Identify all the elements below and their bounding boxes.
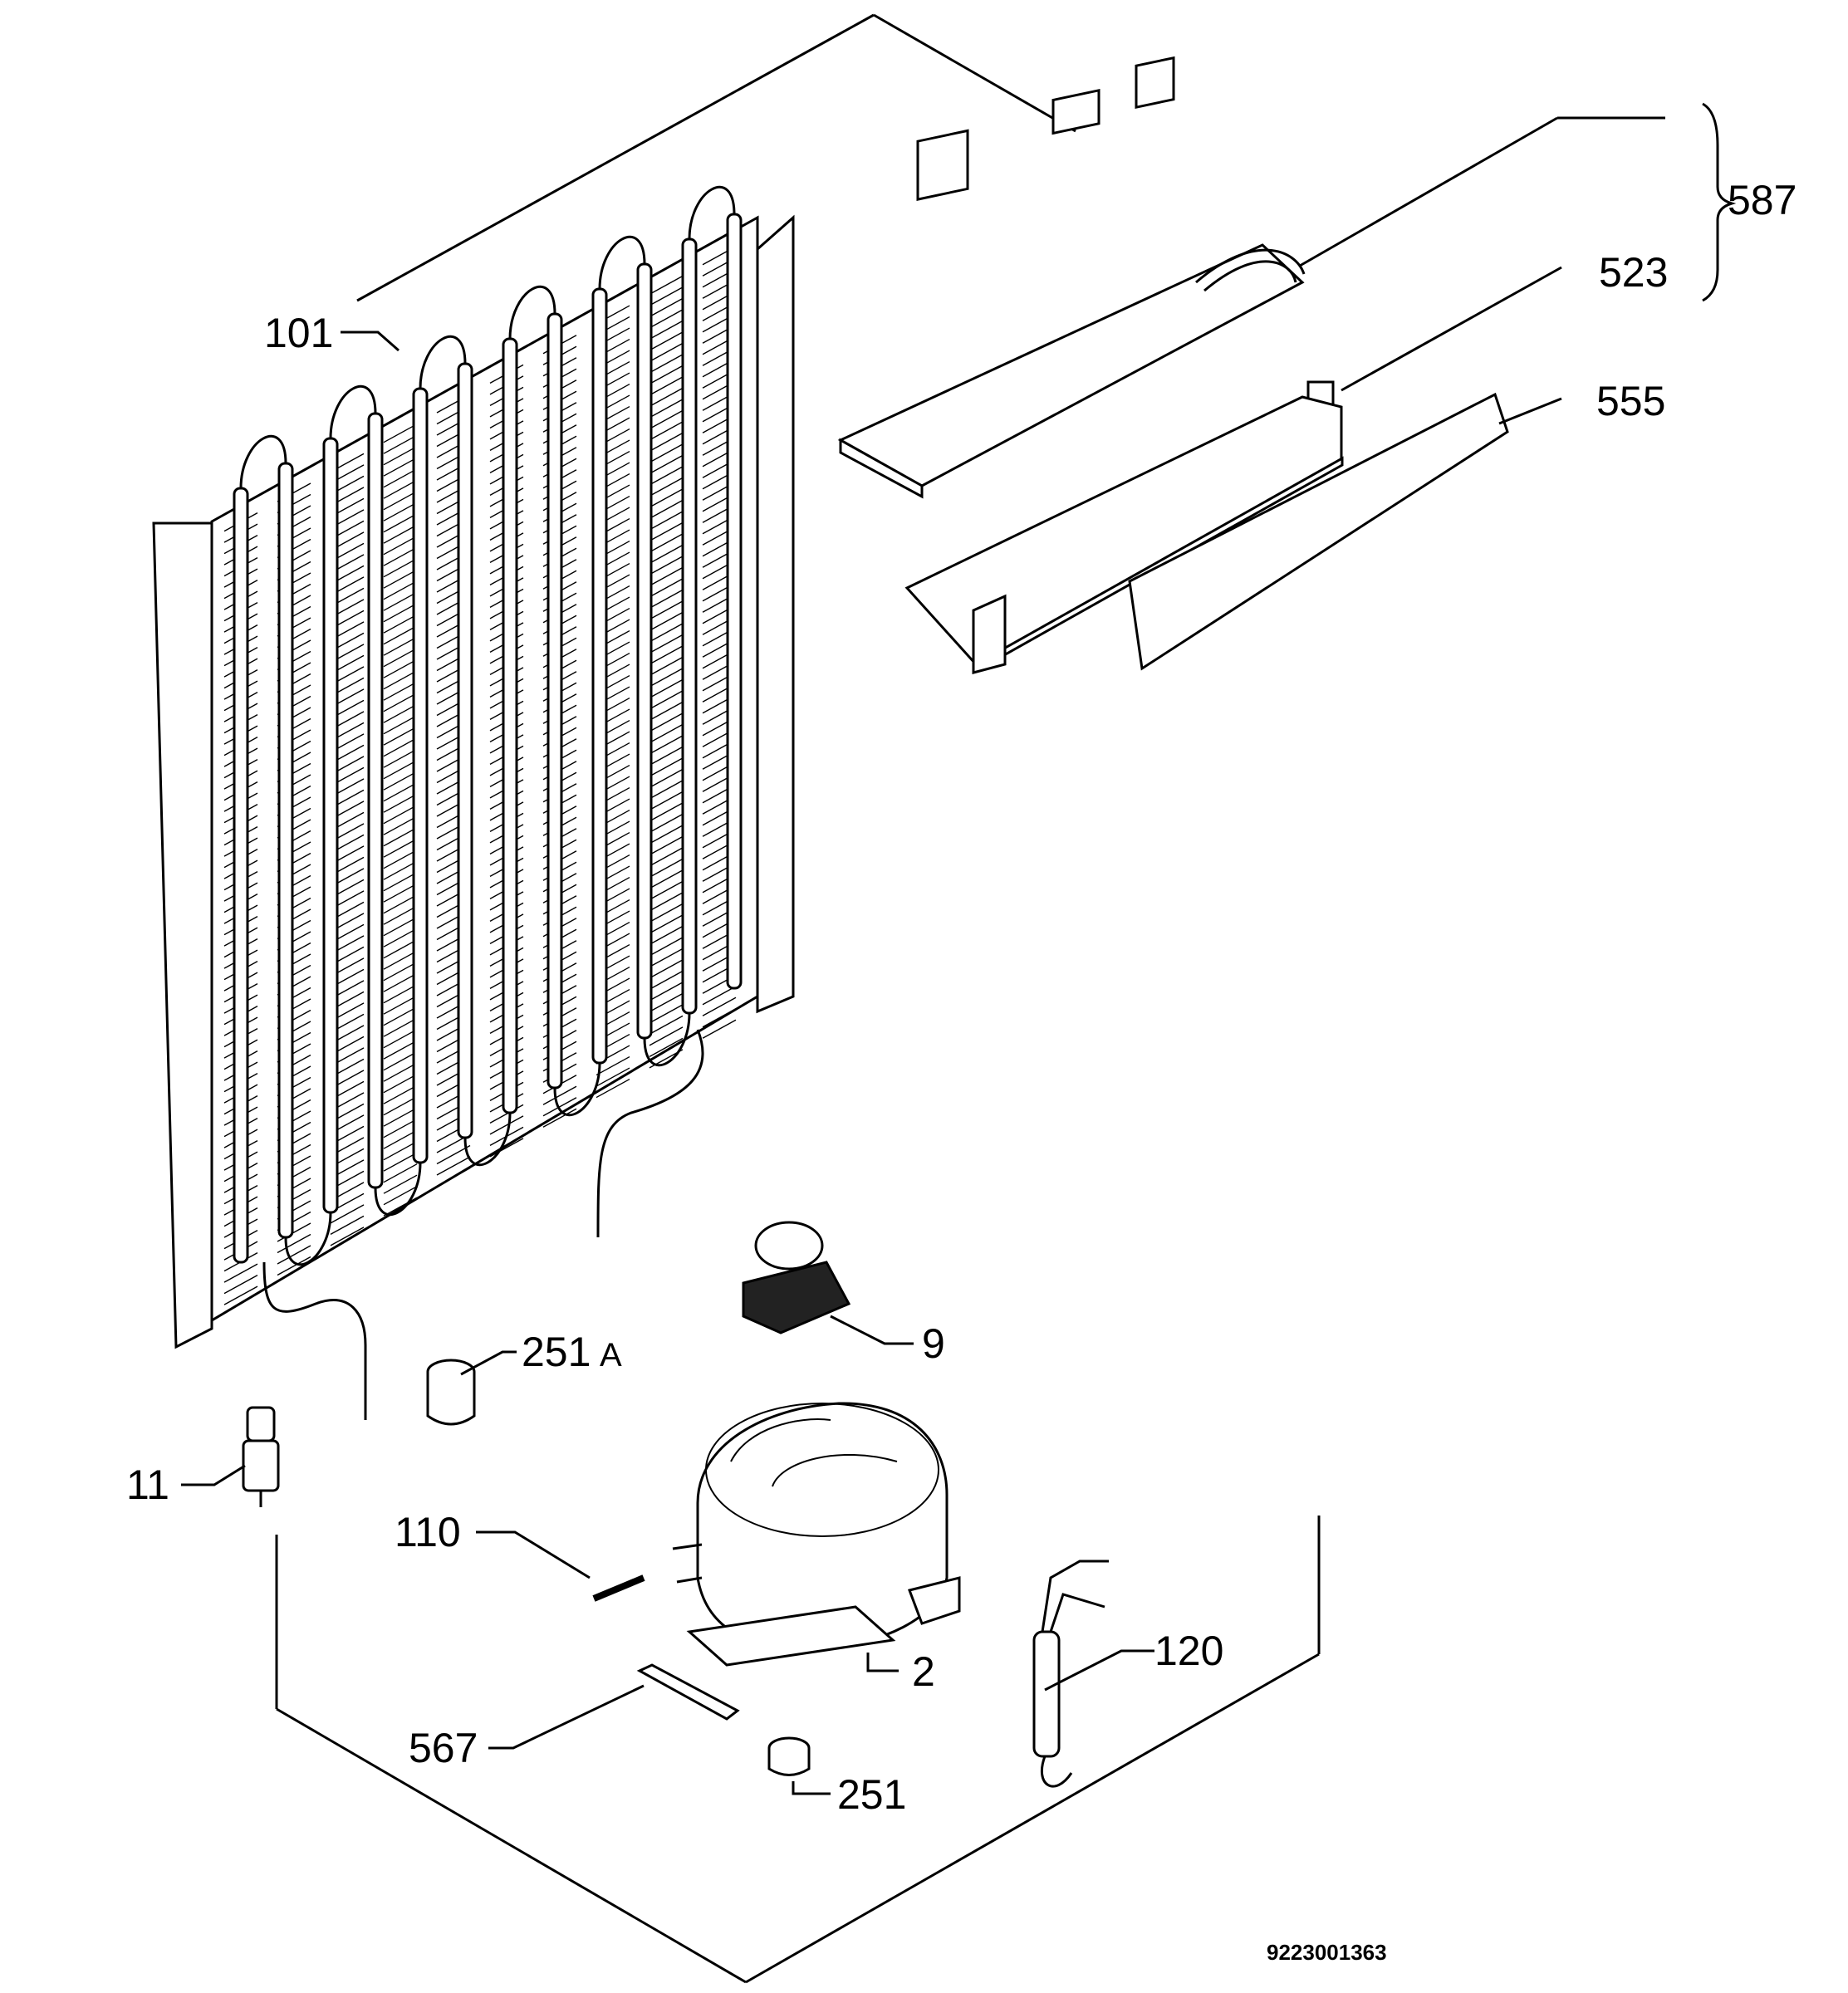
control-panel xyxy=(904,392,1509,674)
leader-251a xyxy=(460,1350,517,1376)
tube xyxy=(592,1574,645,1602)
condenser-grid-panel xyxy=(210,215,759,1323)
leader-251 xyxy=(792,1781,831,1795)
label-555: 555 xyxy=(1596,378,1665,424)
condenser-right-bracket xyxy=(756,214,795,1014)
label-11: 11 xyxy=(126,1462,169,1508)
label-2: 2 xyxy=(912,1648,935,1695)
condenser-inlet-pipe xyxy=(596,1029,704,1238)
leader-11 xyxy=(181,1464,246,1486)
condenser xyxy=(152,185,795,1420)
label-101: 101 xyxy=(264,310,333,356)
label-110: 110 xyxy=(395,1509,461,1555)
leader-523 xyxy=(1341,266,1562,392)
leader-555 xyxy=(1498,397,1562,425)
rubber-grommet-a xyxy=(426,1359,476,1426)
leader-2 xyxy=(866,1653,899,1672)
label-9: 9 xyxy=(922,1320,945,1367)
leader-587-523 xyxy=(1299,116,1558,267)
label-567: 567 xyxy=(409,1725,478,1771)
label-587: 587 xyxy=(1728,177,1797,223)
leader-lines xyxy=(181,102,1737,1795)
relay-clamp xyxy=(742,1221,851,1334)
labels: 101 587 523 555 9 251 A 11 110 2 120 567… xyxy=(126,177,1797,1965)
leader-101 xyxy=(341,331,400,352)
label-523: 523 xyxy=(1599,249,1668,296)
label-251a-suffix: A xyxy=(600,1337,622,1374)
filter-drier xyxy=(1032,1560,1109,1788)
leader-110 xyxy=(476,1530,591,1579)
leader-567 xyxy=(488,1684,645,1750)
frame-lines xyxy=(275,13,1321,1984)
control-board xyxy=(837,56,1335,499)
label-251: 251 xyxy=(837,1771,906,1818)
rubber-grommet xyxy=(767,1736,811,1776)
label-120: 120 xyxy=(1154,1628,1223,1674)
leader-120 xyxy=(1044,1649,1154,1692)
compressor xyxy=(672,1402,961,1667)
mounting-plate xyxy=(636,1663,740,1721)
condenser-outlet-pipe xyxy=(262,1261,367,1420)
document-number: 9223001363 xyxy=(1267,1940,1387,1965)
thermostat-sensor xyxy=(242,1406,280,1507)
leader-brace-587 xyxy=(1702,102,1737,302)
leader-9 xyxy=(830,1315,914,1345)
condenser-tubes xyxy=(233,185,743,1266)
condenser-left-bracket xyxy=(152,522,213,1349)
label-251a: 251 xyxy=(522,1329,591,1375)
